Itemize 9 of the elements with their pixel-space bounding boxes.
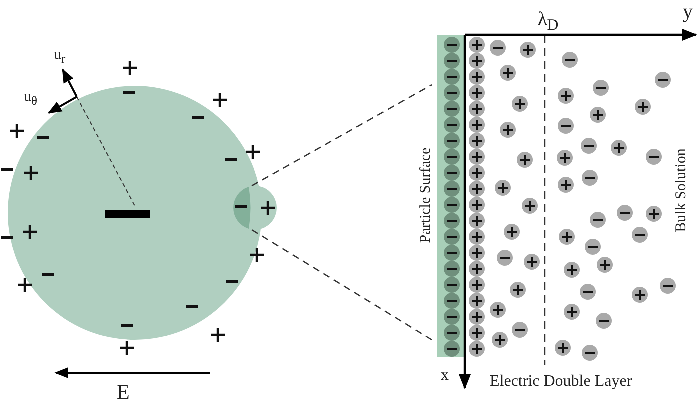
vector-label: u$_{r}$ xyxy=(54,48,66,66)
axis-label: x xyxy=(441,368,449,384)
field-label: E xyxy=(117,382,130,403)
debye-length-label: λ$_{D}$ xyxy=(538,10,559,34)
region-label: Bulk Solution xyxy=(674,148,690,232)
region-label: Particle Surface xyxy=(418,147,434,243)
vector-label: u$_{θ}$ xyxy=(24,90,38,108)
region-label: Electric Double Layer xyxy=(490,374,632,390)
axis-label: y xyxy=(683,2,693,22)
